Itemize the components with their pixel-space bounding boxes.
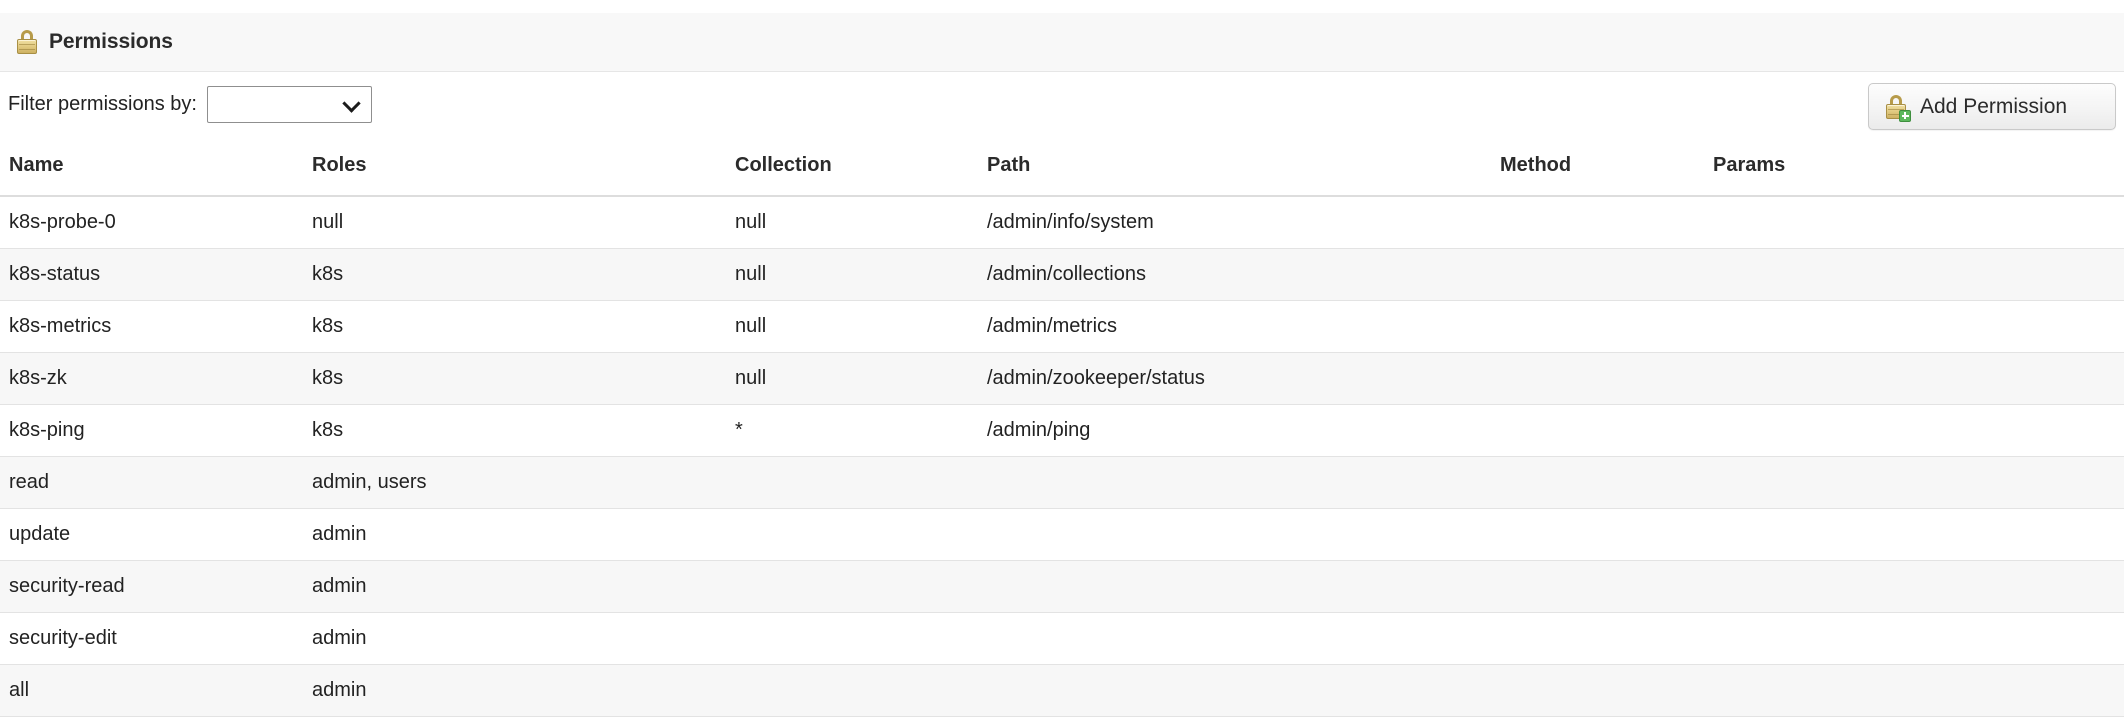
permissions-toolbar: Filter permissions by: Add Permission — [0, 72, 2124, 142]
cell-params — [1713, 508, 2124, 561]
cell-params — [1713, 560, 2124, 613]
cell-params — [1713, 352, 2124, 405]
column-header-path[interactable]: Path — [987, 142, 1500, 197]
cell-roles: admin — [312, 612, 735, 665]
column-header-params[interactable]: Params — [1713, 142, 2124, 197]
cell-collection: null — [735, 352, 987, 405]
filter-permissions-select[interactable] — [206, 86, 372, 123]
add-permission-button[interactable]: Add Permission — [1868, 83, 2116, 130]
cell-name: k8s-probe-0 — [0, 196, 312, 249]
cell-path — [987, 508, 1500, 561]
cell-collection: * — [735, 404, 987, 457]
cell-params — [1713, 664, 2124, 717]
cell-name: k8s-ping — [0, 404, 312, 457]
cell-method — [1500, 664, 1713, 717]
cell-collection — [735, 560, 987, 613]
cell-name: k8s-metrics — [0, 300, 312, 353]
cell-collection — [735, 664, 987, 717]
add-permission-label: Add Permission — [1920, 94, 2068, 118]
cell-params — [1713, 300, 2124, 353]
lock-add-icon — [1885, 94, 1911, 122]
cell-params — [1713, 196, 2124, 249]
column-header-name[interactable]: Name — [0, 142, 312, 197]
cell-method — [1500, 196, 1713, 249]
cell-path: /admin/collections — [987, 248, 1500, 301]
cell-params — [1713, 456, 2124, 509]
cell-roles: null — [312, 196, 735, 249]
cell-path: /admin/info/system — [987, 196, 1500, 249]
cell-name: k8s-zk — [0, 352, 312, 405]
cell-method — [1500, 300, 1713, 353]
permissions-table: Name Roles Collection Path Method Params… — [0, 142, 2124, 717]
plus-icon — [1899, 109, 1911, 122]
column-header-method[interactable]: Method — [1500, 142, 1713, 197]
cell-roles: k8s — [312, 300, 735, 353]
cell-params — [1713, 612, 2124, 665]
section-header: Permissions — [0, 13, 2124, 72]
cell-method — [1500, 508, 1713, 561]
cell-collection: null — [735, 300, 987, 353]
cell-path — [987, 664, 1500, 717]
cell-params — [1713, 248, 2124, 301]
table-head: Name Roles Collection Path Method Params — [0, 142, 2124, 197]
cell-collection — [735, 456, 987, 509]
cell-name: k8s-status — [0, 248, 312, 301]
cell-name: security-read — [0, 560, 312, 613]
cell-path — [987, 560, 1500, 613]
cell-path — [987, 456, 1500, 509]
cell-roles: admin — [312, 664, 735, 717]
filter-group: Filter permissions by: — [8, 86, 372, 123]
cell-roles: admin — [312, 560, 735, 613]
cell-roles: k8s — [312, 248, 735, 301]
table-header-row: Name Roles Collection Path Method Params — [0, 142, 2124, 197]
cell-roles: admin — [312, 508, 735, 561]
cell-path: /admin/ping — [987, 404, 1500, 457]
cell-name: read — [0, 456, 312, 509]
cell-method — [1500, 456, 1713, 509]
cell-collection — [735, 508, 987, 561]
cell-collection: null — [735, 196, 987, 249]
cell-name: all — [0, 664, 312, 717]
cell-name: update — [0, 508, 312, 561]
cell-method — [1500, 560, 1713, 613]
cell-collection: null — [735, 248, 987, 301]
cell-name: security-edit — [0, 612, 312, 665]
cell-roles: admin, users — [312, 456, 735, 509]
cell-collection — [735, 612, 987, 665]
lock-icon — [16, 30, 38, 54]
cell-roles: k8s — [312, 352, 735, 405]
chevron-down-icon — [342, 93, 361, 113]
cell-method — [1500, 612, 1713, 665]
cell-method — [1500, 248, 1713, 301]
cell-path: /admin/zookeeper/status — [987, 352, 1500, 405]
cell-params — [1713, 404, 2124, 457]
cell-path: /admin/metrics — [987, 300, 1500, 353]
cell-method — [1500, 404, 1713, 457]
filter-label: Filter permissions by: — [8, 93, 197, 115]
page-title: Permissions — [49, 30, 173, 53]
cell-method — [1500, 352, 1713, 405]
column-header-roles[interactable]: Roles — [312, 142, 735, 197]
cell-path — [987, 612, 1500, 665]
column-header-collection[interactable]: Collection — [735, 142, 987, 197]
cell-roles: k8s — [312, 404, 735, 457]
